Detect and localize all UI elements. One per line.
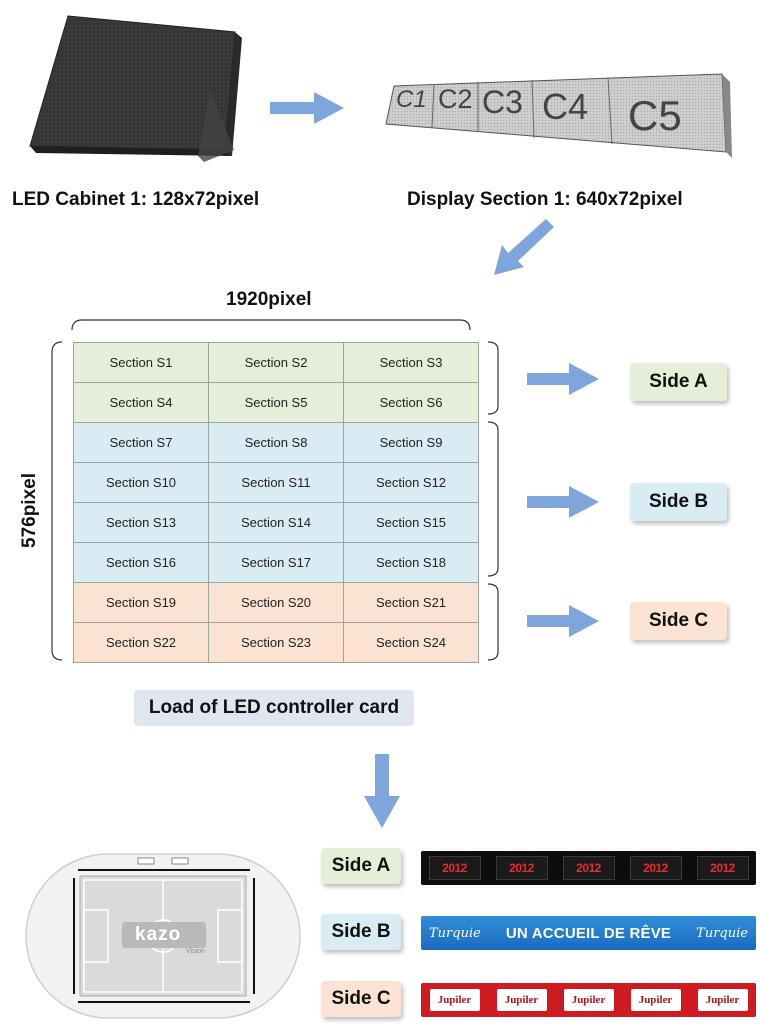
cabinet-caption: LED Cabinet 1: 128x72pixel xyxy=(12,189,260,210)
arrow-down xyxy=(364,754,400,828)
banner-c-logo-text: Jupiler xyxy=(705,994,740,1006)
width-bracket xyxy=(71,319,471,331)
arrow-side-c xyxy=(527,605,599,637)
banner-c-logo: Jupiler xyxy=(563,989,614,1011)
banner-c-logo: Jupiler xyxy=(496,989,547,1011)
banner-c-logo-text: Jupiler xyxy=(571,994,606,1006)
controller-card-label: Load of LED controller card xyxy=(134,690,414,726)
module-label-c5: C5 xyxy=(628,92,682,139)
banner-a-logo: 2012 xyxy=(562,856,615,880)
led-cabinet-image xyxy=(29,15,242,162)
banner-a-logo-text: 2012 xyxy=(576,861,601,875)
section-cell: Section S18 xyxy=(344,543,479,583)
arrow-side-b xyxy=(527,486,599,518)
section-cell: Section S9 xyxy=(344,423,479,463)
banner-side-c: Jupiler Jupiler Jupiler Jupiler Jupiler xyxy=(421,983,756,1017)
side-a-box: Side A xyxy=(630,363,727,401)
section-cell: Section S15 xyxy=(344,503,479,543)
section-cell: Section S4 xyxy=(74,383,209,423)
section-cell: Section S16 xyxy=(74,543,209,583)
section-cell: Section S3 xyxy=(344,343,479,383)
side-brackets xyxy=(487,341,499,661)
side-a-label: Side A xyxy=(321,848,401,884)
banner-a-logo-text: 2012 xyxy=(442,861,467,875)
stadium-illustration: kazo Vision xyxy=(18,850,308,1022)
banner-c-logo-text: Jupiler xyxy=(504,994,539,1006)
stadium-logo-sub: Vision xyxy=(186,948,205,955)
section-cell: Section S13 xyxy=(74,503,209,543)
display-section-image: C1 C2 C3 C4 C5 xyxy=(382,68,732,166)
width-label: 1920pixel xyxy=(226,289,312,310)
side-b-label: Side B xyxy=(321,914,401,950)
module-label-c4: C4 xyxy=(542,86,589,127)
section-cell: Section S6 xyxy=(344,383,479,423)
section-cell: Section S11 xyxy=(209,463,344,503)
section-cell: Section S7 xyxy=(74,423,209,463)
banner-c-logo: Jupiler xyxy=(630,989,681,1011)
section-cell: Section S20 xyxy=(209,583,344,623)
section-cell: Section S23 xyxy=(209,623,344,663)
section-cell: Section S22 xyxy=(74,623,209,663)
section-cell: Section S2 xyxy=(209,343,344,383)
banner-a-logo: 2012 xyxy=(495,856,548,880)
banner-c-logo: Jupiler xyxy=(429,989,480,1011)
section-cell: Section S14 xyxy=(209,503,344,543)
section-cell: Section S19 xyxy=(74,583,209,623)
banner-side-b: Turquie UN ACCUEIL DE RÊVE Turquie xyxy=(421,916,756,950)
section-cell: Section S17 xyxy=(209,543,344,583)
banner-a-logo-text: 2012 xyxy=(643,861,668,875)
section-cell: Section S12 xyxy=(344,463,479,503)
height-bracket xyxy=(51,341,63,661)
section-cell: Section S1 xyxy=(74,343,209,383)
banner-b-text: UN ACCUEIL DE RÊVE xyxy=(505,924,672,942)
height-label: 576pixel xyxy=(19,473,41,548)
banner-a-logo: 2012 xyxy=(696,856,749,880)
height-label-text: 576pixel xyxy=(19,473,40,548)
banner-a-logo-text: 2012 xyxy=(710,861,735,875)
side-c-label: Side C xyxy=(321,981,401,1017)
banner-side-a: 2012 2012 2012 2012 2012 xyxy=(421,851,756,885)
side-c-box: Side C xyxy=(630,602,727,640)
section-cell: Section S24 xyxy=(344,623,479,663)
banner-c-logo-text: Jupiler xyxy=(437,994,472,1006)
banner-a-logo-text: 2012 xyxy=(509,861,534,875)
section-cell: Section S10 xyxy=(74,463,209,503)
module-label-c2: C2 xyxy=(438,84,473,114)
banner-b-script-left: Turquie xyxy=(429,925,481,941)
banner-c-logo: Jupiler xyxy=(697,989,748,1011)
arrow-side-a xyxy=(527,363,599,395)
section-caption: Display Section 1: 640x72pixel xyxy=(407,189,683,210)
banner-c-logo-text: Jupiler xyxy=(638,994,673,1006)
module-label-c3: C3 xyxy=(482,84,523,120)
module-label-c1: C1 xyxy=(396,86,427,113)
banner-a-logo: 2012 xyxy=(629,856,682,880)
section-cell: Section S5 xyxy=(209,383,344,423)
section-cell: Section S8 xyxy=(209,423,344,463)
section-cell: Section S21 xyxy=(344,583,479,623)
banner-b-script-right: Turquie xyxy=(696,925,748,941)
banner-a-logo: 2012 xyxy=(428,856,481,880)
arrow-right-1 xyxy=(270,92,344,124)
arrow-down-left xyxy=(494,219,554,275)
side-b-box: Side B xyxy=(630,483,727,521)
stadium-logo-text: kazo xyxy=(135,924,182,945)
